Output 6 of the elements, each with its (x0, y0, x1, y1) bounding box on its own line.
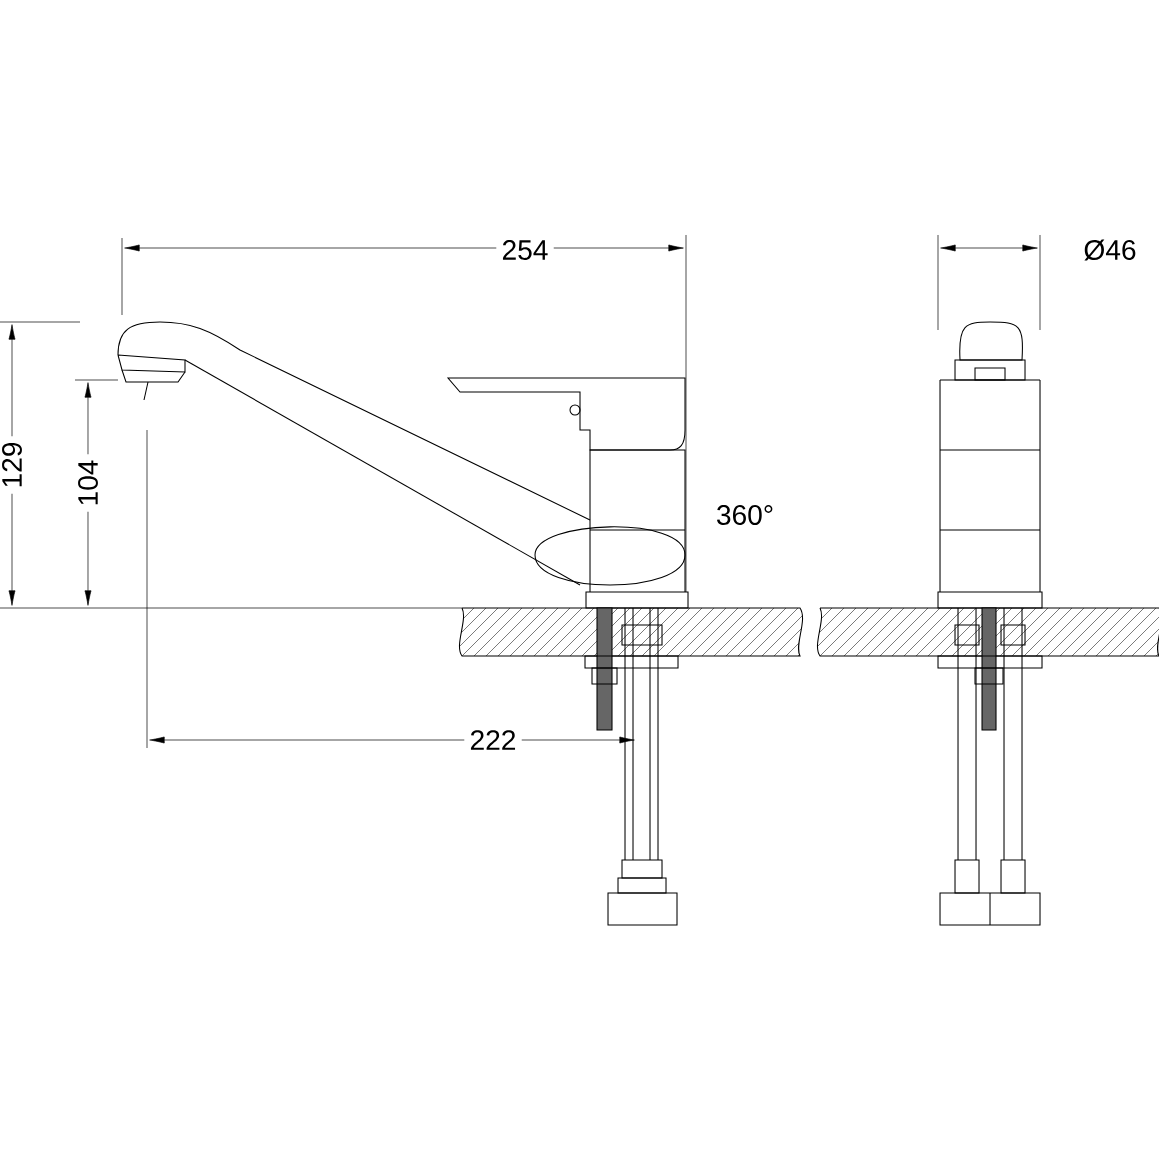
dimension-label: 222 (464, 724, 522, 756)
dimension-label: Ø46 (1078, 234, 1142, 266)
dimension-label: 254 (496, 234, 554, 266)
dimension-label: 360° (710, 499, 780, 531)
dimension-label: 104 (72, 454, 104, 512)
dimension-label: 129 (0, 436, 28, 494)
